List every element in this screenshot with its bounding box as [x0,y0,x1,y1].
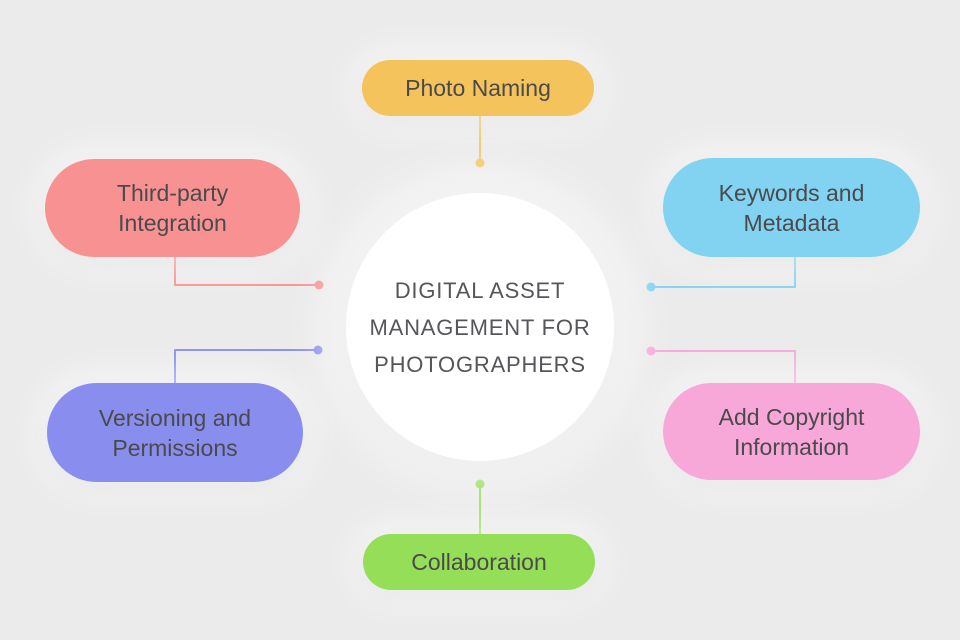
node-add-copyright-information[interactable]: Add Copyright Information [663,383,920,480]
connector-line-versioning-and-permissions [174,349,318,383]
connector-line-keywords-and-metadata [651,257,796,288]
node-photo-naming[interactable]: Photo Naming [362,60,594,116]
connector-dot-photo-naming [475,158,485,168]
node-label: Add Copyright Information [718,403,865,460]
central-topic-label: DIGITAL ASSET MANAGEMENT FOR PHOTOGRAPHE… [369,272,590,383]
connector-line-add-copyright-information [651,350,796,383]
connector-dot-keywords-and-metadata [646,282,656,292]
connector-line-third-party-integration [174,257,319,286]
node-label: Collaboration [411,549,547,575]
node-label: Keywords and Metadata [718,179,865,236]
connector-dot-add-copyright-information [646,346,656,356]
node-versioning-and-permissions[interactable]: Versioning and Permissions [47,383,303,482]
node-label: Third-party Integration [116,180,229,236]
central-topic-line: DIGITAL ASSET [394,277,566,303]
central-topic[interactable]: DIGITAL ASSET MANAGEMENT FOR PHOTOGRAPHE… [346,193,614,461]
node-label: Photo Naming [405,75,551,101]
central-topic-line: MANAGEMENT FOR [369,314,591,340]
node-third-party-integration[interactable]: Third-party Integration [45,159,300,257]
node-keywords-and-metadata[interactable]: Keywords and Metadata [663,158,920,257]
node-label: Versioning and Permissions [98,404,252,461]
central-topic-line: PHOTOGRAPHERS [374,351,586,377]
connector-dot-collaboration [475,479,485,489]
connector-dot-third-party-integration [314,280,324,290]
node-collaboration[interactable]: Collaboration [363,534,595,590]
connector-dot-versioning-and-permissions [313,345,323,355]
